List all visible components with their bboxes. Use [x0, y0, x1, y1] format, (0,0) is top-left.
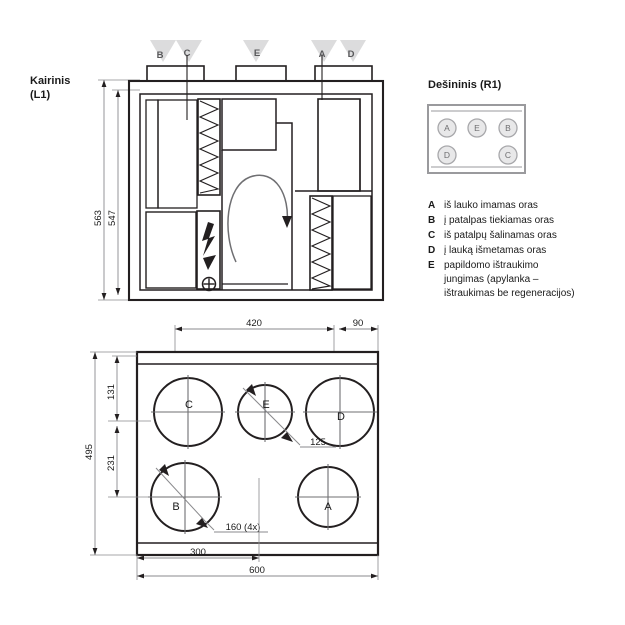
mini-port-label: C [505, 150, 511, 160]
plan-port-C: C [151, 375, 225, 449]
dimension-90: 90 [339, 318, 379, 352]
dimension-495: 495 [84, 351, 137, 556]
mini-port-label: A [444, 123, 450, 133]
callout-label: 125 [310, 437, 326, 448]
mini-port-label: E [474, 123, 480, 133]
dimension-label: 300 [190, 547, 206, 558]
legend-row-B: B į patalpas tiekiamas oras [428, 215, 554, 226]
right-panel-title: Dešininis (R1) [428, 79, 502, 91]
legend-text: į patalpas tiekiamas oras [444, 215, 554, 226]
dimension-label: 90 [353, 318, 364, 329]
dimension-300: 300 [137, 478, 260, 562]
legend-key: B [428, 215, 435, 226]
dimension-600: 600 [136, 555, 379, 580]
legend-text: ištraukimas be regeneracijos) [444, 288, 575, 299]
mini-diagram: A E B D C [427, 104, 526, 174]
legend-key: E [428, 260, 435, 271]
dimension-label: 563 [93, 210, 104, 226]
left-view-group: B C E A D Kairinis (L1) [30, 40, 385, 302]
heater-terminal-icon [201, 276, 217, 292]
right-panel-group: Dešininis (R1) A E B D [427, 79, 575, 299]
dimension-label: 547 [107, 210, 118, 226]
dimension-label: 231 [106, 455, 117, 471]
port-marker-C: C [176, 40, 202, 62]
legend-text: iš lauko imamas oras [444, 200, 538, 211]
plan-port-A: A [295, 464, 361, 530]
mini-port-E: E [467, 118, 487, 138]
dimension-131: 131 [106, 355, 151, 422]
plan-port-label: E [262, 399, 269, 411]
central-duct-divider [276, 122, 293, 290]
port-marker-E: E [243, 40, 269, 62]
port-marker-label: C [184, 48, 191, 59]
unit-inner-outline [139, 93, 373, 291]
left-view-title-line1: Kairinis [30, 75, 70, 87]
chamber-upper-left [157, 99, 198, 209]
electric-heater [196, 210, 221, 292]
legend-row-E: E papildomo ištraukimo jungimas (apylank… [428, 260, 575, 299]
lightning-bolt-icon [202, 222, 215, 256]
mini-port-label: D [444, 150, 450, 160]
legend-text: iš patalpų šalinamas oras [444, 230, 557, 241]
callout-label: 160 (4x) [226, 522, 261, 533]
legend-key: C [428, 230, 435, 241]
legend-row-C: C iš patalpų šalinamas oras [428, 230, 557, 241]
port-marker-label: B [157, 50, 164, 61]
dimension-547: 547 [107, 89, 140, 295]
legend-text: papildomo ištraukimo [444, 260, 539, 271]
port-marker-label: A [319, 49, 326, 60]
legend-text: jungimas (apylanka – [443, 274, 539, 285]
unit-casing-outline [127, 79, 385, 302]
legend-text: į lauką išmetamas oras [444, 245, 546, 256]
plan-port-D: D [303, 375, 377, 449]
legend-row-D: D į lauką išmetamas oras [428, 245, 546, 256]
mini-port-D: D [437, 145, 457, 165]
legend-key: A [428, 200, 435, 211]
dimension-label: 600 [249, 565, 265, 576]
mini-port-label: B [505, 123, 511, 133]
port-marker-label: E [254, 48, 260, 59]
plan-view-group: 420 90 495 131 [84, 318, 380, 580]
port-marker-label: D [348, 49, 355, 60]
dimension-420: 420 [174, 318, 335, 352]
chamber-lower-left [145, 211, 197, 289]
plan-port-label: B [172, 501, 179, 513]
central-duct-upper [221, 98, 277, 151]
mini-port-B: B [498, 118, 518, 138]
dimension-label: 495 [84, 444, 95, 460]
plan-outline [135, 350, 380, 557]
mini-port-A: A [437, 118, 457, 138]
dimension-label: 420 [246, 318, 262, 329]
plan-port-label: A [324, 501, 332, 513]
legend-key: D [428, 245, 435, 256]
port-marker-D: D [340, 40, 366, 62]
fan-rotation-arrow [227, 174, 292, 263]
chamber-lower-right [332, 195, 372, 290]
plan-port-E: E [235, 382, 295, 442]
plan-port-label: C [185, 399, 193, 411]
port-marker-A: A [311, 40, 337, 62]
legend-row-A: A iš lauko imamas oras [428, 200, 538, 211]
left-view-title-line2: (L1) [30, 89, 51, 101]
filter-element-bottom [309, 195, 333, 291]
port-marker-B: B [150, 40, 176, 62]
heater-arrow-icon [203, 255, 216, 270]
plan-port-label: D [337, 411, 345, 423]
filter-element-top [197, 98, 221, 196]
dimension-label: 131 [106, 384, 117, 400]
callout-125: 125 [242, 384, 336, 448]
mini-port-C: C [498, 145, 518, 165]
callout-160: 160 (4x) [155, 464, 268, 533]
plan-port-B: B [148, 460, 222, 534]
